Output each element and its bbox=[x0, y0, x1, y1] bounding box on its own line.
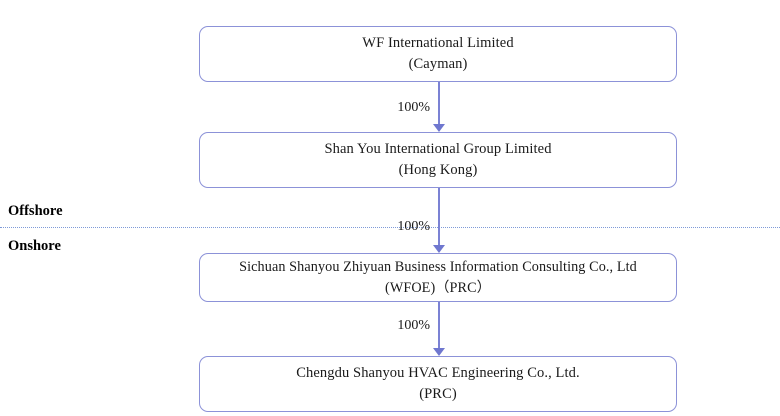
entity-jurisdiction: (WFOE)（PRC） bbox=[385, 279, 491, 296]
connector-wfoe-to-chengdu bbox=[432, 302, 446, 356]
entity-box-sichuan-shanyou-zhiyuan[interactable]: Sichuan Shanyou Zhiyuan Business Informa… bbox=[199, 253, 677, 302]
arrow-down-icon bbox=[433, 245, 445, 253]
entity-jurisdiction: (PRC) bbox=[419, 386, 457, 402]
entity-name: WF International Limited bbox=[362, 34, 514, 51]
zone-label-offshore: Offshore bbox=[8, 203, 63, 219]
connector-stem-icon bbox=[438, 82, 440, 125]
ownership-label-2: 100% bbox=[397, 219, 430, 234]
connector-stem-icon bbox=[438, 188, 440, 246]
entity-box-shan-you-international[interactable]: Shan You International Group Limited (Ho… bbox=[199, 132, 677, 188]
ownership-label-3: 100% bbox=[397, 318, 430, 333]
ownership-label-1: 100% bbox=[397, 100, 430, 115]
connector-shanyou-to-wfoe bbox=[432, 188, 446, 253]
entity-name: Sichuan Shanyou Zhiyuan Business Informa… bbox=[239, 258, 637, 275]
entity-jurisdiction: (Hong Kong) bbox=[398, 162, 478, 178]
arrow-down-icon bbox=[433, 348, 445, 356]
entity-jurisdiction: (Cayman) bbox=[408, 56, 468, 72]
connector-stem-icon bbox=[438, 302, 440, 349]
arrow-down-icon bbox=[433, 124, 445, 132]
entity-box-chengdu-shanyou-hvac[interactable]: Chengdu Shanyou HVAC Engineering Co., Lt… bbox=[199, 356, 677, 412]
offshore-onshore-divider bbox=[0, 227, 780, 228]
entity-name: Chengdu Shanyou HVAC Engineering Co., Lt… bbox=[296, 364, 580, 381]
connector-wf-to-shanyou bbox=[432, 82, 446, 132]
entity-box-wf-international[interactable]: WF International Limited (Cayman) bbox=[199, 26, 677, 82]
zone-label-onshore: Onshore bbox=[8, 238, 61, 254]
entity-name: Shan You International Group Limited bbox=[324, 140, 552, 157]
